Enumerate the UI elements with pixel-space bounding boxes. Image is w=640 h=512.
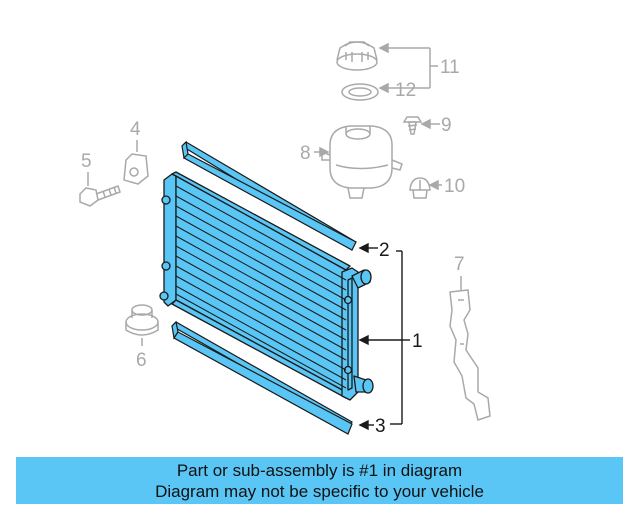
bracket-part-4 — [123, 140, 149, 185]
bolt-part-5 — [79, 172, 121, 207]
banner-line-1: Part or sub-assembly is #1 in diagram — [176, 461, 463, 480]
radiator-part-1 — [159, 171, 374, 401]
callout-10: 10 — [444, 176, 465, 197]
callout-8: 8 — [300, 143, 311, 164]
parts-diagram: 11 12 9 8 10 4 — [79, 41, 491, 437]
callout-6: 6 — [136, 350, 147, 371]
callout-2: 2 — [379, 240, 390, 261]
callout-11: 11 — [440, 57, 460, 78]
clip-part-10 — [409, 177, 431, 199]
filler-cap-part — [336, 41, 378, 71]
leader-8 — [314, 146, 330, 158]
leader-1-2-3 — [358, 242, 410, 431]
banner-line-2: Diagram may not be specific to your vehi… — [155, 482, 484, 501]
callout-7: 7 — [454, 254, 465, 275]
radiator-core-lines — [175, 185, 347, 389]
mount-part-6 — [125, 304, 159, 346]
callout-5: 5 — [81, 151, 92, 172]
callout-9: 9 — [441, 115, 452, 136]
info-banner: Part or sub-assembly is #1 in diagram Di… — [16, 457, 623, 504]
leader-9 — [420, 118, 440, 130]
callout-3: 3 — [375, 416, 386, 437]
callout-1: 1 — [412, 331, 423, 352]
callout-4: 4 — [130, 119, 141, 140]
seal-ring-part — [341, 83, 379, 101]
air-duct-part-7 — [449, 276, 491, 421]
expansion-tank-part — [321, 125, 403, 199]
leader-10 — [428, 179, 442, 191]
callout-12: 12 — [395, 80, 416, 101]
leader-11-12 — [378, 42, 438, 94]
screw-part-9 — [402, 116, 423, 135]
